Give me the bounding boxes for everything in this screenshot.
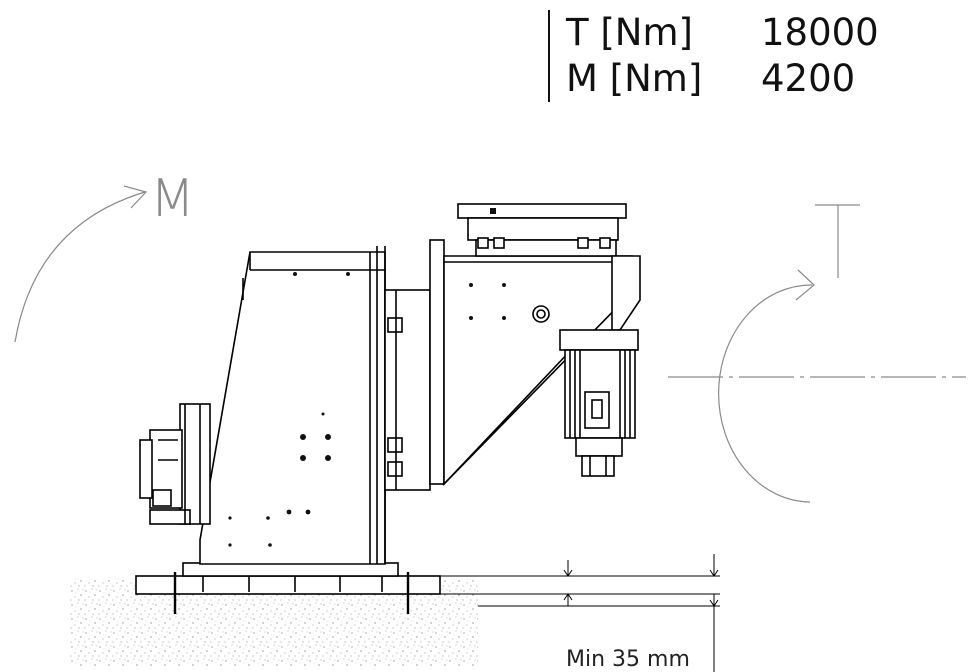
rotary-flange xyxy=(384,289,440,491)
base-plate xyxy=(135,575,441,595)
rotating-head xyxy=(429,239,633,486)
spec-value: 4200 xyxy=(761,57,856,100)
moment-arrow xyxy=(14,185,148,343)
torque-arrow xyxy=(668,204,966,503)
torque-label: T xyxy=(814,261,815,263)
column-body xyxy=(199,246,386,565)
spec-label: T [Nm] xyxy=(566,11,693,54)
spec-row-moment: M [Nm] 4200 xyxy=(566,56,879,102)
spec-table: T [Nm] 18000 M [Nm] 4200 xyxy=(548,10,879,102)
min-distance-label: Min 35 mm xyxy=(566,647,690,672)
spec-row-torque: T [Nm] 18000 xyxy=(566,10,879,56)
rotation-motor xyxy=(559,255,641,477)
dimension-lines xyxy=(440,554,720,672)
anchor-bolts xyxy=(173,572,410,614)
base-frame xyxy=(182,562,399,577)
spec-value: 18000 xyxy=(761,11,879,54)
moment-label: M xyxy=(150,169,195,229)
spec-label: M [Nm] xyxy=(566,57,703,100)
tilt-motor xyxy=(139,403,211,525)
turntable xyxy=(457,203,627,257)
